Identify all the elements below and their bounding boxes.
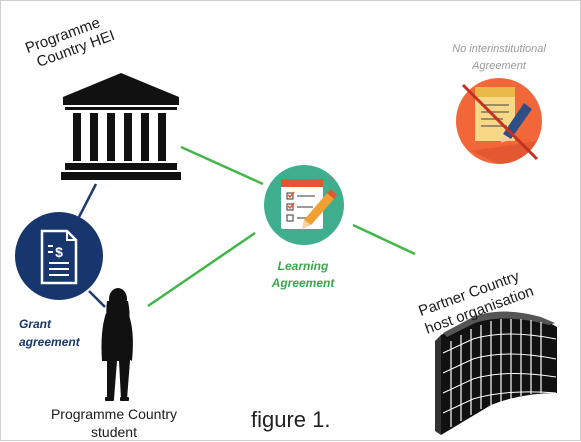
connector-student-learning <box>147 231 256 308</box>
connector-grant-student <box>88 290 106 308</box>
no-agreement-label: No interinstitutional Agreement <box>434 41 564 75</box>
checklist-pencil-icon <box>264 165 344 245</box>
learning-agreement-label: Learning Agreement <box>263 258 343 292</box>
connector-learning-host <box>352 223 416 256</box>
invoice-document-icon: $ <box>15 212 103 300</box>
student-label-line1: Programme Country <box>50 406 178 422</box>
crossed-document-pencil-icon <box>456 78 542 164</box>
learning-label-line1: Learning <box>277 259 329 273</box>
no-agreement-line1: No interinstitutional <box>452 43 546 55</box>
office-tower-icon <box>435 311 557 435</box>
learning-label-line2: Agreement <box>271 276 335 290</box>
person-silhouette-icon <box>101 288 133 401</box>
connector-hei-learning <box>180 145 264 186</box>
figure-caption: figure 1. <box>251 407 331 432</box>
no-agreement-line2: Agreement <box>472 60 526 72</box>
university-building-icon <box>61 73 181 180</box>
programme-country-student-label: Programme Country student <box>29 405 199 441</box>
student-label-line2: student <box>91 424 137 440</box>
svg-text:$: $ <box>55 244 63 260</box>
grant-agreement-label: Grant agreement <box>19 315 80 351</box>
connector-hei-grant <box>77 183 98 218</box>
grant-label-line2: agreement <box>19 335 80 349</box>
grant-label-line1: Grant <box>19 317 52 331</box>
